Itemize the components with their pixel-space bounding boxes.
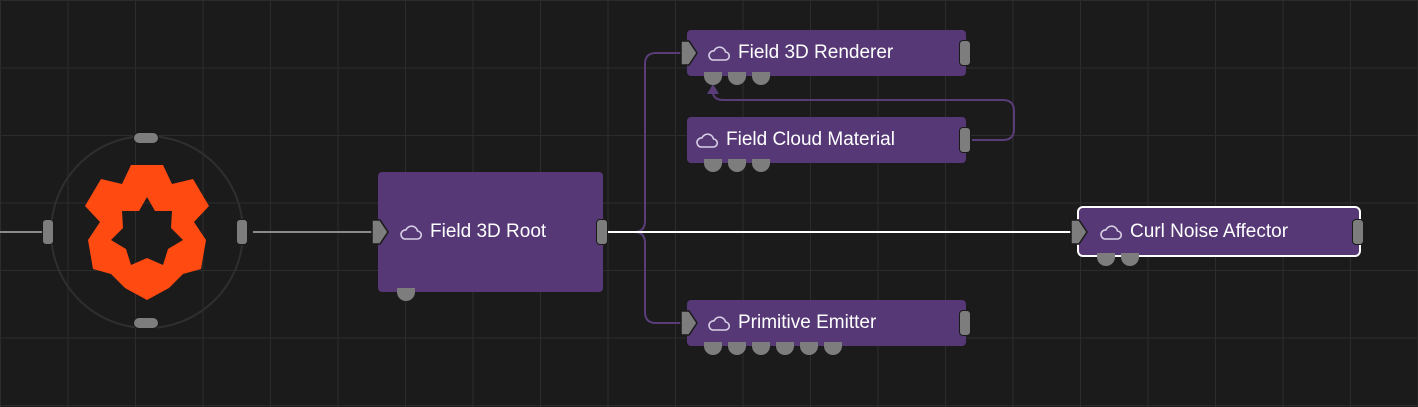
sub-port[interactable] xyxy=(752,159,770,172)
sub-port[interactable] xyxy=(752,72,770,85)
wire-root-renderer xyxy=(608,52,682,233)
flower-logo-icon xyxy=(85,165,209,300)
output-port[interactable] xyxy=(596,219,608,245)
node-curl-noise-affector[interactable]: Curl Noise Affector xyxy=(1077,206,1361,257)
wire-arrow xyxy=(707,84,719,94)
input-port[interactable] xyxy=(680,310,698,336)
cloud-icon xyxy=(1100,224,1122,240)
logo-port-right[interactable] xyxy=(236,219,248,245)
cloud-icon xyxy=(708,46,730,61)
sub-port[interactable] xyxy=(800,342,818,355)
sub-port[interactable] xyxy=(752,342,770,355)
sub-port[interactable] xyxy=(776,342,794,355)
sub-port[interactable] xyxy=(824,342,842,355)
node-label: Primitive Emitter xyxy=(738,312,877,333)
node-field-3d-renderer[interactable]: Field 3D Renderer xyxy=(687,30,966,76)
node-label: Field Cloud Material xyxy=(726,129,895,150)
sub-port[interactable] xyxy=(728,72,746,85)
wire-root-emitter xyxy=(633,231,682,324)
sub-port[interactable] xyxy=(728,342,746,355)
logo-port-left[interactable] xyxy=(42,219,54,245)
output-port[interactable] xyxy=(959,127,971,153)
logo-port-top[interactable] xyxy=(133,132,159,144)
input-port[interactable] xyxy=(1070,219,1088,245)
sub-port[interactable] xyxy=(704,342,722,355)
output-port[interactable] xyxy=(959,310,971,336)
output-port[interactable] xyxy=(1352,219,1364,245)
cloud-icon xyxy=(696,133,718,148)
input-port[interactable] xyxy=(680,40,698,66)
input-port[interactable] xyxy=(371,219,389,245)
node-label: Curl Noise Affector xyxy=(1130,220,1289,242)
sub-port[interactable] xyxy=(1121,253,1139,266)
root-node[interactable] xyxy=(42,132,248,333)
sub-port[interactable] xyxy=(728,159,746,172)
output-port[interactable] xyxy=(959,40,971,66)
wire-material-renderer xyxy=(712,86,1015,141)
node-label: Field 3D Renderer xyxy=(738,42,894,63)
node-field-cloud-material[interactable]: Field Cloud Material xyxy=(687,117,966,163)
sub-port[interactable] xyxy=(704,159,722,172)
node-label: Field 3D Root xyxy=(430,221,547,242)
sub-port[interactable] xyxy=(397,288,415,301)
cloud-icon xyxy=(708,316,730,331)
cloud-icon xyxy=(400,225,422,240)
sub-port[interactable] xyxy=(704,72,722,85)
node-primitive-emitter[interactable]: Primitive Emitter xyxy=(687,300,966,346)
logo-port-bottom[interactable] xyxy=(133,317,159,329)
node-field-3d-root[interactable]: Field 3D Root xyxy=(378,172,603,292)
sub-port[interactable] xyxy=(1097,253,1115,266)
